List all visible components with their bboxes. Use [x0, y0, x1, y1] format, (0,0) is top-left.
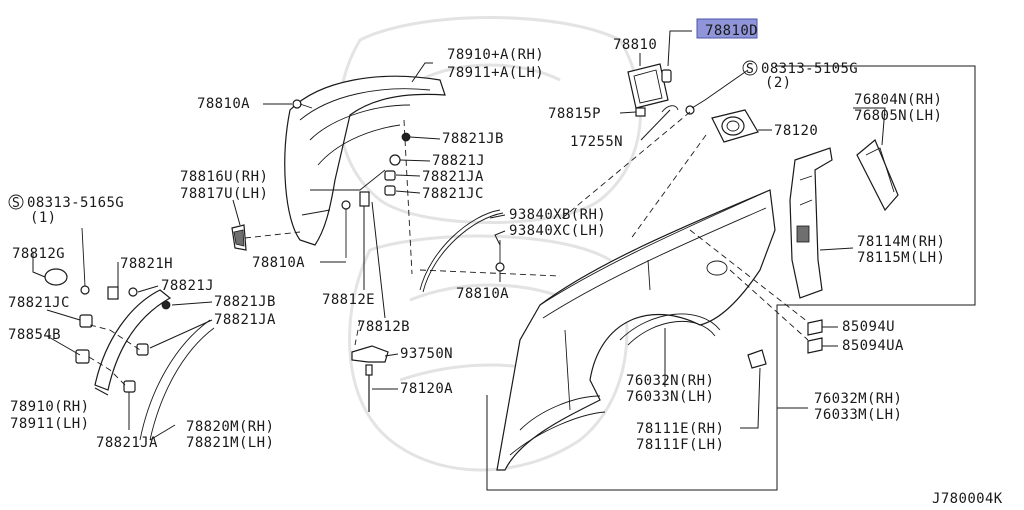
rear-side-panel-76032	[496, 189, 776, 471]
clip-78821ja-low	[136, 343, 149, 356]
clip-78821jc-low	[79, 314, 93, 328]
label-78910a-rh: 78910+A(RH)	[447, 47, 544, 63]
label-78114m-rh: 78114M(RH)	[857, 234, 945, 250]
label-08313-5105g: 08313-5105G	[761, 61, 858, 77]
label-17255n: 17255N	[570, 134, 623, 150]
screw-08313-5165g	[80, 227, 90, 295]
label-78815p: 78815P	[548, 106, 601, 122]
mudguard-flap	[231, 224, 301, 251]
label-76033n-lh: 76033N(LH)	[626, 389, 714, 405]
label-78812g: 78812G	[12, 246, 65, 262]
label-08313-5165g: 08313-5165G	[27, 195, 124, 211]
clip-78821j-low	[128, 287, 138, 297]
label-78120: 78120	[774, 123, 818, 139]
clip-78854b	[75, 349, 90, 364]
label-78821j-top: 78821J	[432, 153, 485, 169]
label-78821ja-top: 78821JA	[422, 169, 484, 185]
label-76032n-rh: 76032N(RH)	[626, 373, 714, 389]
label-78911a-lh: 78911+A(LH)	[447, 65, 544, 81]
svg-text:S: S	[12, 196, 20, 211]
label-78821jb-top: 78821JB	[442, 131, 504, 147]
label-78821m-lh: 78821M(LH)	[186, 435, 274, 451]
label-78821jc-low: 78821JC	[8, 295, 70, 311]
symbol-s-08313-5165g: S	[8, 194, 24, 211]
clip-78821ja-top	[384, 170, 396, 181]
fuel-lid-78810	[627, 63, 669, 109]
clip-78815p	[635, 107, 646, 117]
arch-moulding-78910	[94, 289, 172, 391]
label-78810d: 78810D	[705, 23, 758, 39]
clip-78812g	[44, 268, 68, 286]
highlight-78810d	[696, 18, 758, 39]
label-76032m-rh: 76032M(RH)	[814, 391, 902, 407]
label-08313-5105g-qty: (2)	[765, 75, 792, 91]
cable-93840	[419, 209, 504, 293]
label-08313-5165g-qty: (1)	[30, 210, 57, 226]
side-trim-76804n	[856, 139, 899, 212]
screw-78810a-mid	[341, 200, 351, 258]
label-78854b: 78854B	[8, 327, 61, 343]
clip-78821j-top	[389, 154, 401, 166]
label-93840xb-rh: 93840XB(RH)	[509, 207, 606, 223]
label-78820m-rh: 78820M(RH)	[186, 419, 274, 435]
clip-78821ja-bottom	[123, 380, 136, 393]
label-78910-rh: 78910(RH)	[10, 399, 89, 415]
filler-housing-78120	[711, 109, 759, 143]
clip-78821h	[107, 286, 119, 300]
label-76805n-lh: 76805N(LH)	[854, 108, 942, 124]
hinge-78810d	[661, 69, 672, 83]
assembly-frame	[486, 65, 976, 491]
label-76033m-lh: 76033M(LH)	[814, 407, 902, 423]
label-78810a-right: 78810A	[456, 286, 509, 302]
label-78821j-low: 78821J	[161, 278, 214, 294]
pad-85094ua	[807, 337, 823, 354]
screw-78810a-top	[292, 99, 313, 109]
label-78812e: 78812E	[322, 292, 375, 308]
label-78115m-lh: 78115M(LH)	[857, 250, 945, 266]
clip-78821jb-top	[401, 132, 411, 142]
label-78812b: 78812B	[357, 319, 410, 335]
label-78111e-rh: 78111E(RH)	[636, 421, 724, 437]
label-78810a-top: 78810A	[197, 96, 250, 112]
label-93750n: 93750N	[400, 346, 453, 362]
clip-78812e	[359, 191, 370, 207]
diagram-id-code: J780004K	[932, 491, 1003, 507]
antenna-78120a	[365, 364, 373, 412]
label-78111f-lh: 78111F(LH)	[636, 437, 724, 453]
label-78821ja-bottom: 78821JA	[96, 435, 158, 451]
label-76804n-rh: 76804N(RH)	[854, 92, 942, 108]
watermark-emblem	[338, 16, 642, 472]
label-78120a: 78120A	[400, 381, 453, 397]
part-labels: 78910+A(RH) 78911+A(LH) 78810A 78821JB 7…	[8, 23, 1003, 507]
symbol-s-08313-5105g: S	[742, 60, 758, 77]
label-78821jb-low: 78821JB	[214, 294, 276, 310]
svg-text:S: S	[746, 62, 754, 77]
label-78810a-mid: 78810A	[252, 255, 305, 271]
spring-17255n	[661, 105, 679, 113]
clip-78821jc-top	[384, 185, 396, 196]
label-78810: 78810	[613, 37, 657, 53]
label-78816u-rh: 78816U(RH)	[180, 169, 268, 185]
bracket-93750n	[351, 345, 389, 363]
arch-trim-78820m	[139, 319, 215, 441]
label-78821h: 78821H	[120, 256, 173, 272]
label-85094u: 85094U	[842, 319, 895, 335]
label-93840xc-lh: 93840XC(LH)	[509, 223, 606, 239]
wheelhouse-liner-upper	[284, 75, 446, 246]
label-78821jc-top: 78821JC	[422, 186, 484, 202]
label-78911-lh: 78911(LH)	[10, 416, 89, 432]
label-78821ja-low: 78821JA	[214, 312, 276, 328]
pillar-trim-78114m	[789, 147, 833, 299]
clip-78111e	[747, 349, 767, 369]
label-78817u-lh: 78817U(LH)	[180, 186, 268, 202]
clip-78821jb-low	[161, 300, 171, 310]
label-85094ua: 85094UA	[842, 338, 904, 354]
pad-85094u	[807, 319, 823, 336]
